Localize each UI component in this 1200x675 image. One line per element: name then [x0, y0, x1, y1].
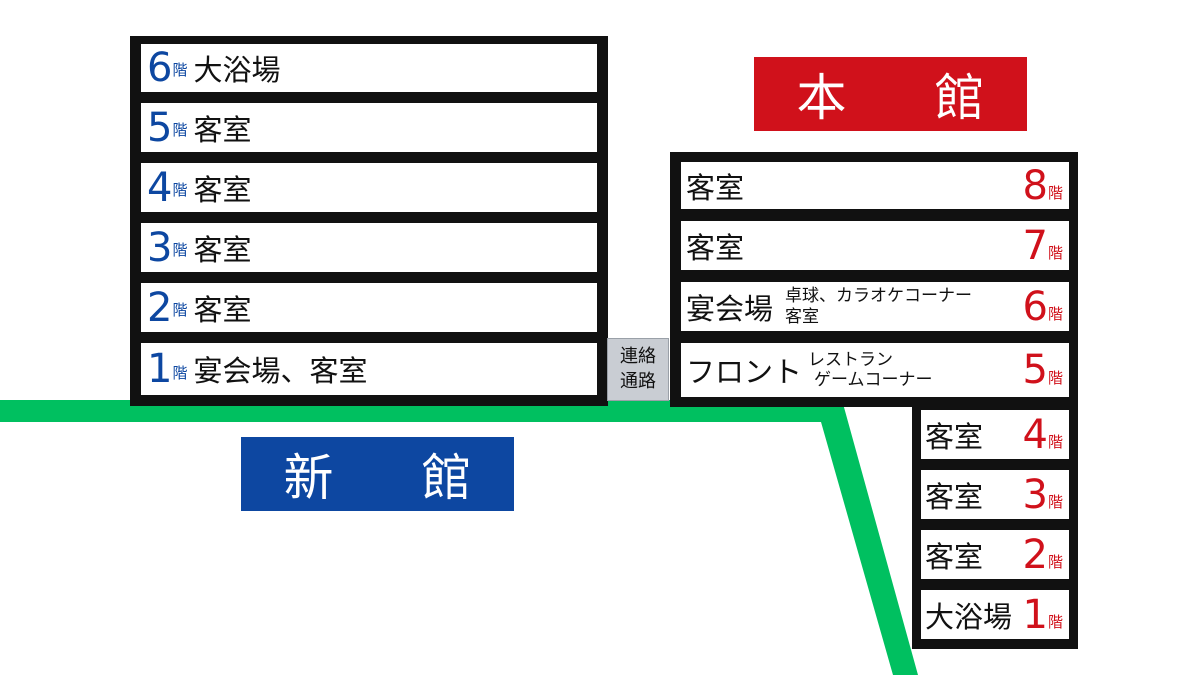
- floor-label: 8 階: [1023, 162, 1063, 209]
- floor-number: 3: [147, 224, 173, 271]
- corridor-label-line1: 連絡: [620, 346, 656, 368]
- main-building-upper: 客室 8 階 客室 7 階 宴会場 卓球、カラオケコーナー 客室 6 階 フロン…: [670, 152, 1078, 407]
- floor-label: 4 階: [1023, 410, 1063, 459]
- floor-facility: 客室: [193, 232, 252, 267]
- floor-number: 1: [147, 346, 173, 392]
- floor-unit: 階: [172, 241, 188, 259]
- floor-sub-facility: 客室: [785, 306, 820, 327]
- floor-unit: 階: [1047, 493, 1063, 511]
- floor-sub-facilities: 卓球、カラオケコーナー 客室: [785, 286, 972, 327]
- floor-label: 2 階: [1023, 530, 1063, 579]
- main-floor-2[interactable]: 客室 2 階: [921, 530, 1069, 579]
- floor-number: 4: [1022, 411, 1048, 458]
- floor-unit: 階: [1047, 613, 1063, 631]
- main-building-title: 本 館: [754, 57, 1027, 131]
- new-building-title-text: 新 館: [283, 449, 508, 507]
- new-floor-2[interactable]: 2 階 客室: [141, 283, 597, 332]
- floor-number: 5: [1022, 347, 1048, 393]
- floor-number: 6: [147, 45, 173, 91]
- main-floor-5[interactable]: フロント レストラン ゲームコーナー 5 階: [681, 343, 1069, 397]
- floor-sub-facility: レストラン: [808, 349, 894, 370]
- main-floor-1[interactable]: 大浴場 1 階: [921, 590, 1069, 639]
- floor-number: 2: [1022, 531, 1048, 578]
- main-floor-3[interactable]: 客室 3 階: [921, 470, 1069, 519]
- main-floor-6[interactable]: 宴会場 卓球、カラオケコーナー 客室 6 階: [681, 282, 1069, 331]
- corridor-label-line2: 通路: [620, 370, 656, 392]
- floor-number: 3: [1022, 471, 1048, 518]
- floor-facility: 客室: [925, 479, 984, 514]
- floor-facility: フロント: [686, 355, 803, 389]
- floor-number: 6: [1022, 283, 1048, 330]
- new-floor-1[interactable]: 1 階 宴会場、客室: [141, 343, 597, 395]
- floor-unit: 階: [172, 181, 188, 199]
- new-floor-3[interactable]: 3 階 客室: [141, 223, 597, 272]
- new-floor-5[interactable]: 5 階 客室: [141, 103, 597, 152]
- floor-facility: 客室: [925, 539, 984, 574]
- floor-sub-facilities: レストラン ゲームコーナー: [808, 350, 933, 391]
- floor-number: 5: [147, 104, 173, 151]
- floor-unit: 階: [1047, 368, 1063, 387]
- floor-facility: 客室: [686, 230, 745, 265]
- floor-facility: 宴会場、客室: [193, 354, 368, 388]
- main-building-lower: 客室 4 階 客室 3 階 客室 2 階 大浴場 1 階: [912, 407, 1078, 649]
- main-floor-4[interactable]: 客室 4 階: [921, 410, 1069, 459]
- floor-facility: 宴会場: [686, 291, 774, 326]
- floor-label: 6 階: [1023, 282, 1063, 331]
- floor-number: 7: [1022, 222, 1048, 269]
- floor-unit: 階: [172, 61, 188, 79]
- new-floor-4[interactable]: 4 階 客室: [141, 163, 597, 212]
- floor-facility: 客室: [925, 419, 984, 454]
- floor-facility: 客室: [686, 170, 745, 205]
- floor-label: 7 階: [1023, 221, 1063, 270]
- main-floor-8[interactable]: 客室 8 階: [681, 162, 1069, 209]
- floor-label: 1 階: [1023, 590, 1063, 639]
- floor-facility: 大浴場: [925, 599, 1013, 634]
- new-floor-6[interactable]: 6 階 大浴場: [141, 44, 597, 92]
- floor-facility: 客室: [193, 112, 252, 147]
- floor-facility: 客室: [193, 172, 252, 207]
- floor-label: 5 階: [1023, 343, 1063, 397]
- floor-unit: 階: [172, 301, 188, 319]
- floor-unit: 階: [1047, 184, 1063, 202]
- floor-label: 3 階: [1023, 470, 1063, 519]
- floor-facility: 大浴場: [193, 53, 281, 87]
- floor-unit: 階: [1047, 244, 1063, 262]
- new-building: 6 階 大浴場 5 階 客室 4 階 客室 3 階 客室 2 階 客室 1 階 …: [130, 36, 608, 406]
- floor-unit: 階: [1047, 305, 1063, 323]
- floor-number: 2: [147, 284, 173, 331]
- floor-number: 1: [1022, 591, 1048, 638]
- floor-unit: 階: [172, 121, 188, 139]
- connecting-corridor[interactable]: 連絡 通路: [607, 338, 669, 401]
- main-floor-7[interactable]: 客室 7 階: [681, 221, 1069, 270]
- floor-sub-facility: 卓球、カラオケコーナー: [785, 286, 973, 307]
- floor-facility: 客室: [193, 292, 252, 327]
- floor-number: 4: [147, 164, 173, 211]
- floor-unit: 階: [1047, 433, 1063, 451]
- floor-unit: 階: [1047, 553, 1063, 571]
- floor-sub-facility: ゲームコーナー: [814, 370, 933, 390]
- floor-unit: 階: [172, 364, 188, 382]
- floor-number: 8: [1022, 162, 1048, 209]
- main-building-title-text: 本 館: [796, 69, 1021, 127]
- new-building-title: 新 館: [241, 437, 514, 511]
